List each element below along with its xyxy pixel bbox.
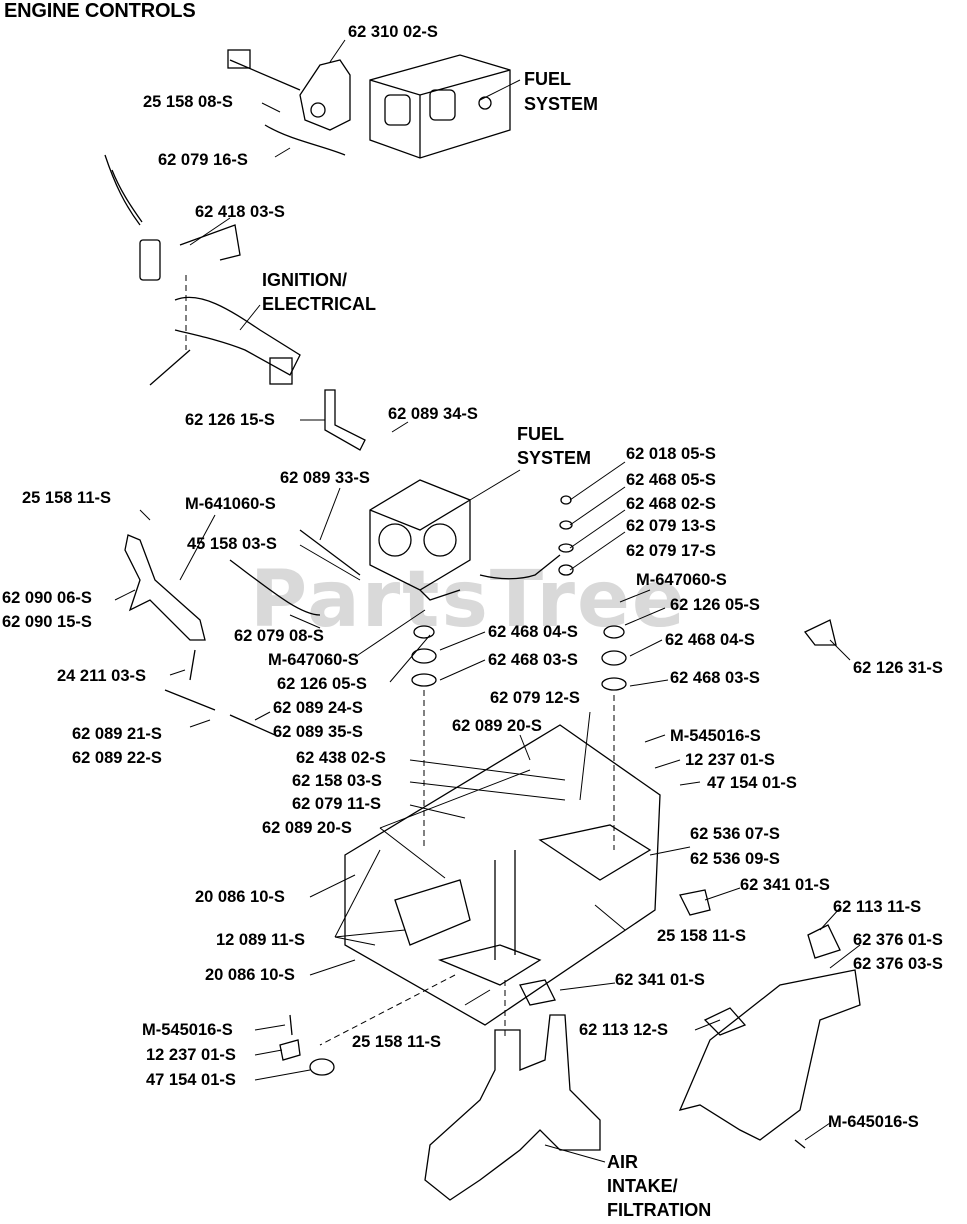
part-label[interactable]: 62 536 07-S: [690, 825, 780, 843]
bracket-right-drawing: [803, 619, 837, 646]
part-label[interactable]: 62 089 20-S: [262, 819, 352, 837]
clip-ring-drawing: [309, 1058, 335, 1076]
watermark: PartsTree: [250, 555, 687, 645]
control-plate-drawing: [394, 824, 652, 986]
link-drawing: [479, 554, 561, 580]
part-label[interactable]: M-647060-S: [636, 571, 727, 589]
section-fuel-system-top-line1: FUEL: [524, 69, 571, 89]
ignition-harness-drawing: [104, 154, 301, 386]
part-label[interactable]: 25 158 11-S: [22, 489, 111, 507]
control-box-outline: [344, 724, 661, 1026]
part-label[interactable]: 62 438 02-S: [296, 749, 386, 767]
clip-drawing: [679, 889, 711, 916]
part-label[interactable]: 62 113 11-S: [833, 898, 922, 916]
intake-manifold-drawing: [424, 1014, 601, 1201]
solenoid-top-drawing: [227, 49, 351, 156]
part-label[interactable]: 62 468 05-S: [626, 471, 716, 489]
part-label[interactable]: M-545016-S: [670, 727, 761, 745]
part-label[interactable]: 25 158 11-S: [352, 1033, 441, 1051]
bolt-2-drawing: [794, 1139, 806, 1149]
section-fuel-system-mid-line2: SYSTEM: [517, 448, 592, 468]
part-label[interactable]: 62 126 31-S: [853, 659, 943, 677]
part-label[interactable]: 12 089 11-S: [216, 931, 305, 949]
part-label[interactable]: 62 158 03-S: [292, 772, 382, 790]
screw-drawing: [189, 649, 196, 681]
part-label[interactable]: 62 089 35-S: [273, 723, 363, 741]
section-air-line2: INTAKE/: [607, 1176, 678, 1196]
part-label[interactable]: 62 089 20-S: [452, 717, 542, 735]
part-label[interactable]: M-641060-S: [185, 495, 276, 513]
part-label[interactable]: 62 089 33-S: [280, 469, 370, 487]
clip-2-drawing: [519, 979, 556, 1006]
part-label[interactable]: 62 536 09-S: [690, 850, 780, 868]
section-ignition-line2: ELECTRICAL: [262, 294, 376, 314]
bracket-drawing: [324, 389, 366, 451]
part-label[interactable]: 25 158 11-S: [657, 927, 746, 945]
part-label[interactable]: 62 090 15-S: [2, 613, 92, 631]
part-label[interactable]: M-545016-S: [142, 1021, 233, 1039]
part-label[interactable]: 62 341 01-S: [740, 876, 830, 894]
part-label[interactable]: 62 341 01-S: [615, 971, 705, 989]
springs-lower-drawing: [164, 689, 276, 736]
part-label[interactable]: 62 468 03-S: [488, 651, 578, 669]
part-label[interactable]: 62 126 05-S: [670, 596, 760, 614]
part-label[interactable]: 20 086 10-S: [205, 966, 295, 984]
decal-drawing: [807, 924, 841, 959]
carburetor-mid-drawing: [369, 479, 471, 601]
part-label[interactable]: 62 376 01-S: [853, 931, 943, 949]
spring-drawing: [299, 529, 361, 576]
part-label[interactable]: 62 468 04-S: [488, 623, 578, 641]
part-label[interactable]: 62 376 03-S: [853, 955, 943, 973]
part-label[interactable]: M-647060-S: [268, 651, 359, 669]
part-label[interactable]: 62 079 12-S: [490, 689, 580, 707]
part-label[interactable]: 62 089 24-S: [273, 699, 363, 717]
section-fuel-system-top-line2: SYSTEM: [524, 94, 599, 114]
part-label[interactable]: 62 468 02-S: [626, 495, 716, 513]
part-label[interactable]: 62 079 17-S: [626, 542, 716, 560]
part-label[interactable]: 24 211 03-S: [57, 667, 146, 685]
part-label[interactable]: 62 079 08-S: [234, 627, 324, 645]
washer-stack-drawing: [411, 495, 627, 691]
air-bracket-drawing: [678, 969, 861, 1141]
part-label[interactable]: 62 089 22-S: [72, 749, 162, 767]
part-label[interactable]: 62 126 05-S: [277, 675, 367, 693]
part-label[interactable]: 62 079 16-S: [158, 151, 248, 169]
part-label[interactable]: 47 154 01-S: [707, 774, 797, 792]
part-label[interactable]: 62 079 13-S: [626, 517, 716, 535]
section-fuel-system-mid-line1: FUEL: [517, 424, 564, 444]
part-label[interactable]: 62 113 12-S: [579, 1021, 668, 1039]
part-label[interactable]: 47 154 01-S: [146, 1071, 236, 1089]
part-label[interactable]: 62 079 11-S: [292, 795, 381, 813]
rod-drawing: [229, 559, 321, 616]
part-label[interactable]: 62 126 15-S: [185, 411, 275, 429]
part-label[interactable]: 25 158 08-S: [143, 93, 233, 111]
part-label[interactable]: 62 468 03-S: [670, 669, 760, 687]
section-air-line1: AIR: [607, 1152, 638, 1172]
part-label[interactable]: M-645016-S: [828, 1113, 919, 1131]
part-label[interactable]: 62 310 02-S: [348, 23, 438, 41]
part-label[interactable]: 62 468 04-S: [665, 631, 755, 649]
section-ignition-line1: IGNITION/: [262, 270, 347, 290]
part-label[interactable]: 12 237 01-S: [685, 751, 775, 769]
throttle-lever-drawing: [124, 534, 206, 641]
part-label[interactable]: 12 237 01-S: [146, 1046, 236, 1064]
part-label[interactable]: 20 086 10-S: [195, 888, 285, 906]
clamp-drawing: [279, 1039, 301, 1061]
decal-2-drawing: [703, 1007, 747, 1036]
part-label[interactable]: 62 089 21-S: [72, 725, 162, 743]
page-title: ENGINE CONTROLS: [4, 0, 196, 22]
part-label[interactable]: 45 158 03-S: [187, 535, 277, 553]
part-label[interactable]: 62 418 03-S: [195, 203, 285, 221]
part-label[interactable]: 62 090 06-S: [2, 589, 92, 607]
part-label[interactable]: 62 089 34-S: [388, 405, 478, 423]
section-air-line3: FILTRATION: [607, 1200, 712, 1220]
carburetor-top-drawing: [369, 54, 511, 159]
part-label[interactable]: 62 018 05-S: [626, 445, 716, 463]
bolt-drawing: [289, 1014, 293, 1036]
